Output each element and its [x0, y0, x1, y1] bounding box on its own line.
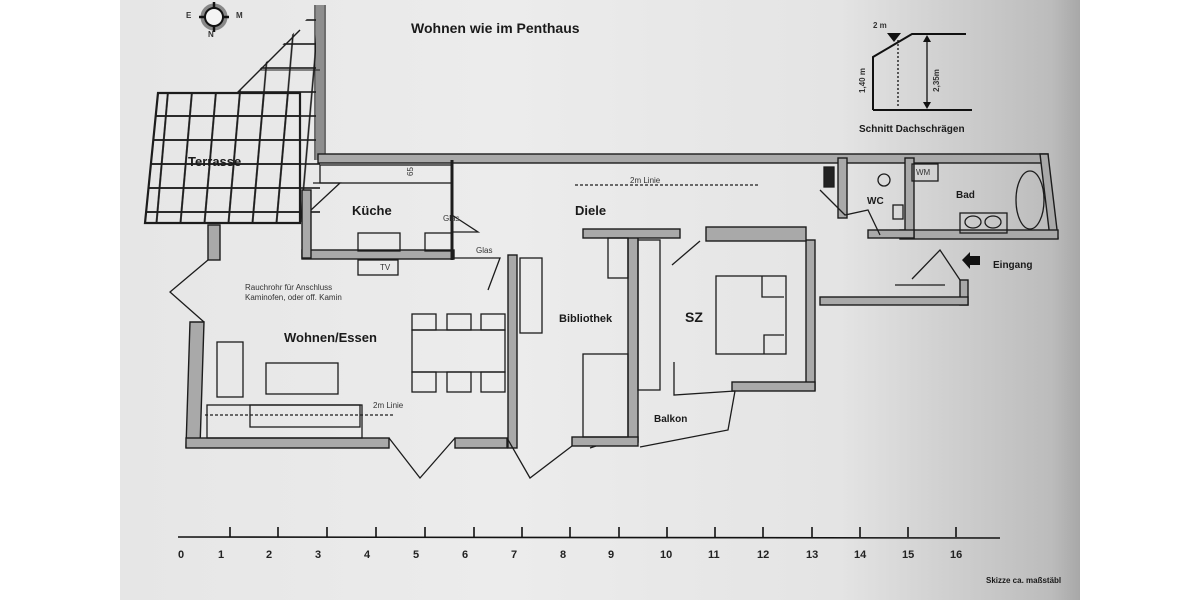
washing-machine-label: WM	[916, 168, 931, 177]
section-label-top: 2 m	[873, 21, 887, 30]
scale-tick-label: 5	[413, 549, 420, 561]
scale-bar	[177, 527, 1001, 539]
scale-tick-label: 12	[757, 549, 770, 561]
terrace-area	[143, 5, 326, 225]
scale-tick-label: 9	[608, 549, 615, 561]
tv-label: TV	[380, 263, 391, 272]
scale-tick-label: 4	[364, 549, 371, 561]
scale-tick-label: 3	[315, 549, 322, 561]
room-label-wc: WC	[867, 196, 884, 207]
plan-title: Wohnen wie im Penthaus	[411, 20, 580, 36]
scale-tick-label: 16	[950, 549, 963, 561]
scale-tick-label: 6	[462, 549, 469, 561]
flue-note-line-1: Rauchrohr für Anschluss	[245, 283, 333, 292]
room-label-kueche: Küche	[352, 203, 392, 218]
glass-door-label: Glas	[443, 214, 460, 223]
room-label-eingang: Eingang	[993, 260, 1033, 271]
roof-section-diagram	[872, 33, 972, 111]
interior-lines	[169, 160, 1045, 480]
scale-tick-label: 8	[560, 549, 567, 561]
room-label-terrasse: Terrasse	[188, 154, 242, 169]
scale-tick-label: 11	[708, 549, 720, 561]
compass-icon	[199, 2, 229, 32]
section-label-right: 2,35m	[931, 69, 941, 92]
section-caption: Schnitt Dachschrägen	[859, 124, 965, 135]
room-label-balkon: Balkon	[654, 414, 688, 425]
room-label-bad: Bad	[956, 190, 975, 201]
scale-tick-label: 14	[854, 549, 867, 561]
compass-east-label: M	[236, 11, 243, 20]
footer-note: Skizze ca. maßstäbl	[986, 576, 1062, 585]
compass-west-label: E	[186, 11, 192, 20]
walls	[185, 153, 1059, 449]
room-label-diele: Diele	[575, 203, 607, 218]
scale-tick-label: 1	[218, 549, 225, 561]
scale-tick-label: 13	[806, 549, 819, 561]
line-2m-label: 2m Linie	[373, 401, 404, 410]
entrance-arrow-icon	[962, 252, 980, 269]
compass-north-label: N	[208, 30, 214, 39]
section-label-left: 1,40 m	[857, 68, 867, 93]
scale-tick-label: 10	[660, 549, 673, 561]
room-label-wohnen-essen: Wohnen/Essen	[284, 330, 377, 345]
flue-note-line-2: Kaminofen, oder off. Kamin	[245, 293, 342, 302]
scale-tick-label: 15	[902, 549, 915, 561]
scale-tick-label: 0	[178, 549, 185, 561]
line-2m-label: 2m Linie	[630, 176, 661, 185]
kitchen-dimension-label: 65	[405, 167, 415, 176]
scale-tick-label: 2	[266, 549, 273, 561]
scale-tick-label: 7	[511, 549, 518, 561]
room-label-sz: SZ	[685, 309, 703, 325]
glass-door-label: Glas	[476, 246, 493, 255]
room-label-bibliothek: Bibliothek	[559, 313, 613, 325]
